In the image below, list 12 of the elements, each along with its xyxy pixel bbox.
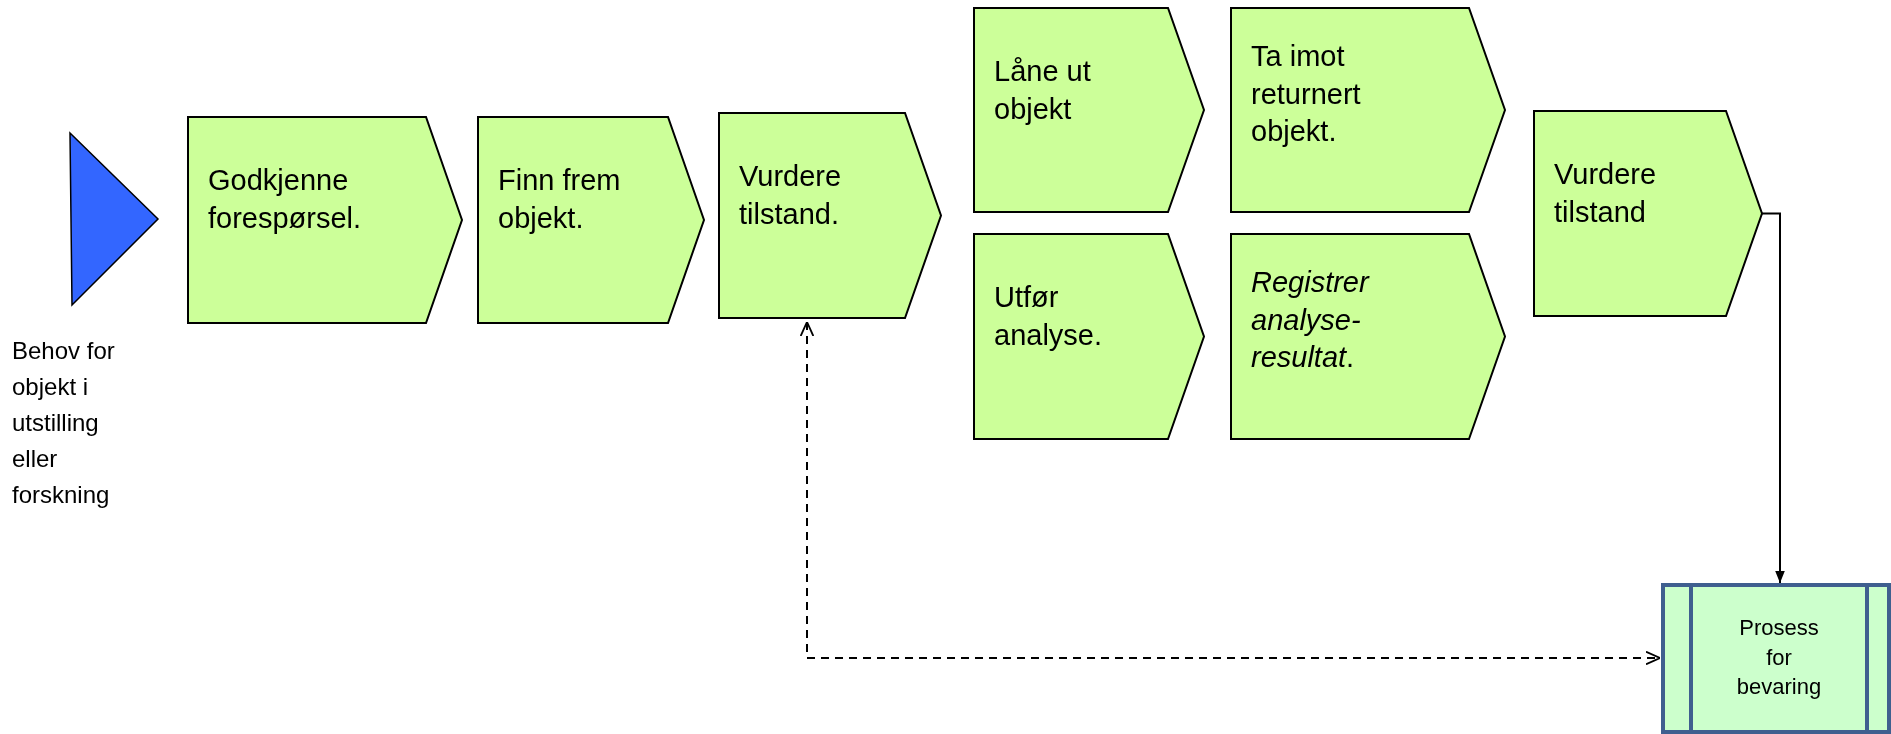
step-label: Vurdere tilstand xyxy=(1554,157,1658,230)
step-label: Godkjenne forespørsel. xyxy=(208,163,363,236)
step-label: Finn frem objekt. xyxy=(498,163,622,236)
subprocess-label: Prosess for bevaring xyxy=(1735,614,1823,702)
step-label: Ta imot returnert objekt. xyxy=(1251,39,1362,150)
event-label: Behov for objekt i utstilling eller forskning xyxy=(12,336,116,510)
step-label: Utfør analyse. xyxy=(994,280,1103,353)
step-label: Låne ut objekt xyxy=(994,54,1092,127)
step-label: Vurdere tilstand. xyxy=(739,159,843,232)
step-label: Registrer analyse-resultat. xyxy=(1251,265,1371,376)
dashed-arrow xyxy=(799,321,1661,666)
arrow xyxy=(1761,212,1785,584)
